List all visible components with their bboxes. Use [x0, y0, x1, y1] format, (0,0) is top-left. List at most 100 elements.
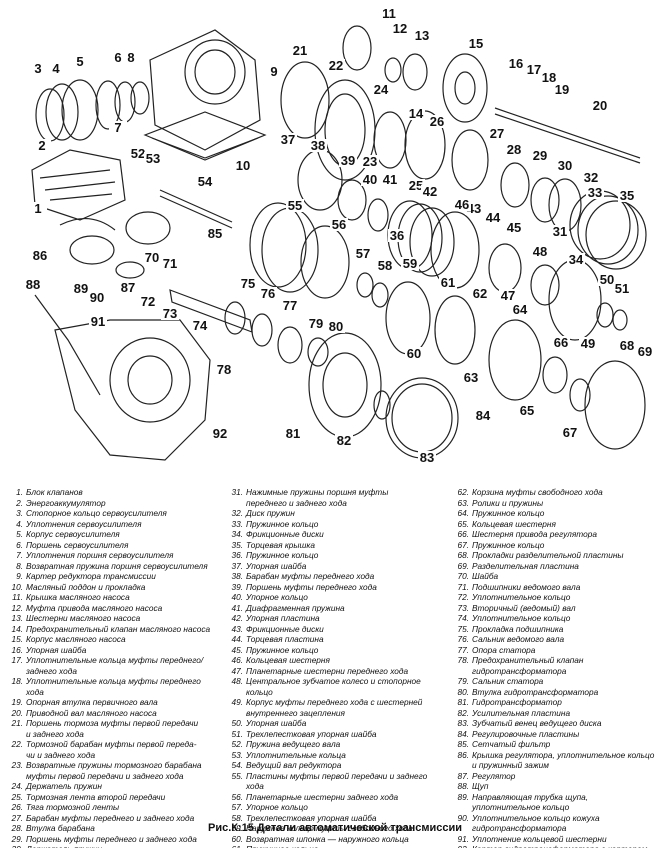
legend-item: и пружинный зажим: [452, 760, 666, 771]
callout-number: 28: [507, 142, 521, 157]
legend-item-number: 68.: [457, 550, 469, 560]
callout-number: 65: [520, 403, 534, 418]
callout-number: 18: [542, 70, 556, 85]
legend-item-number: 90.: [457, 812, 469, 823]
legend-item: 83.Зубчатый венец ведущего диска: [452, 718, 666, 729]
callout-number: 67: [563, 425, 577, 440]
legend-item-text: Кольцевая шестерня: [472, 518, 556, 529]
callout-background: [551, 225, 569, 238]
legend-item: 75.Прокладка подшипника: [452, 624, 666, 635]
legend-item-text: кольцо: [246, 686, 273, 697]
callout-background: [507, 57, 525, 70]
callout-number: 71: [163, 256, 177, 271]
legend-item-text: Корпус сервоусилителя: [26, 529, 120, 539]
legend-item: 27.Барабан муфты переднего и заднего ход…: [6, 813, 224, 824]
legend-item: 4.Уплотнения сервоусилителя: [6, 519, 224, 530]
legend-item-text: Тяга тормозной ленты: [26, 802, 120, 812]
legend-item-number: 54.: [231, 760, 243, 770]
callout-number: 77: [283, 298, 297, 313]
legend-item-number: 29.: [11, 833, 23, 844]
legend-item: 61.Пружинное кольцо: [226, 844, 450, 848]
legend-item-number: 80.: [457, 686, 469, 697]
legend-item: 45.Пружинное кольцо: [226, 645, 450, 656]
callout-background: [380, 7, 398, 20]
callout-background: [119, 281, 137, 294]
legend-item-text: заднего хода: [26, 665, 77, 676]
legend-item-text: Регулятор: [472, 770, 516, 781]
callout-background: [234, 159, 252, 172]
legend-item: хода: [226, 781, 450, 792]
callout-background: [206, 227, 224, 240]
callout-background: [598, 273, 616, 286]
legend-item-text: Сальник ведомого вала: [472, 634, 565, 644]
legend-item-number: 8.: [16, 560, 23, 571]
callout-number: 40: [363, 172, 377, 187]
flexplate-part: [385, 377, 459, 459]
callout-background: [339, 154, 357, 167]
legend-item-text: Шестерня привода регулятора: [472, 529, 597, 539]
callout-number: 78: [217, 362, 231, 377]
callout-background: [354, 247, 372, 260]
callout-background: [33, 139, 51, 152]
legend-item: 87.Регулятор: [452, 771, 666, 782]
callout-number: 37: [281, 132, 295, 147]
legend-item-text: Упорное кольцо: [246, 592, 308, 602]
legend-item-number: 13.: [11, 613, 23, 623]
legend-item-number: 53.: [231, 749, 243, 760]
callout-number: 22: [329, 58, 343, 73]
legend-item: 58.Трехлепестковая упорная шайба: [226, 813, 450, 824]
callout-number: 3: [34, 61, 41, 76]
legend-item: 73.Вторичный (ведомый) вал: [452, 603, 666, 614]
legend-item: 16.Упорная шайба: [6, 645, 224, 656]
legend-item-number: 27.: [11, 812, 23, 823]
legend-item-text: Диск пружин: [246, 508, 295, 518]
callout-background: [307, 317, 325, 330]
legend-item-text: внутреннего зацепления: [246, 707, 345, 718]
legend-item-text: Фрикционные диски: [246, 623, 324, 634]
callout-number: 73: [163, 306, 177, 321]
legend-item: кольцо: [226, 687, 450, 698]
legend-item-text: Пружинное кольцо: [246, 844, 318, 848]
legend-item-number: 66.: [457, 529, 469, 539]
legend-item: 8.Возвратная пружина поршня сервоусилите…: [6, 561, 224, 572]
legend-item: 64.Пружинное кольцо: [452, 508, 666, 519]
callout-number: 2: [38, 138, 45, 153]
legend-item: 51.Трехлепестковая упорная шайба: [226, 729, 450, 740]
legend-item: 74.Уплотнительное кольцо: [452, 613, 666, 624]
legend-item-text: Упорная шайба: [246, 560, 307, 571]
legend-item-text: Масляный поддон и прокладка: [26, 581, 146, 592]
legend-item-number: 60.: [231, 833, 243, 844]
legend-item-text: Уплотнение кольцевой шестерни: [472, 833, 607, 844]
callout-background: [618, 339, 636, 352]
callout-background: [143, 251, 161, 264]
callout-background: [474, 409, 492, 422]
callout-background: [505, 143, 523, 156]
legend-item-number: 89.: [457, 791, 469, 802]
legend-item-text: Подшипники ведомого вала: [472, 581, 581, 592]
legend-item: 20.Приводной вал масляного насоса: [6, 708, 224, 719]
legend-item-text: Шайба: [472, 571, 499, 581]
legend-item-number: 63.: [457, 497, 469, 508]
legend-item: 29.Поршень муфты переднего и заднего ход…: [6, 834, 224, 845]
legend-item-number: 32.: [231, 508, 243, 518]
callout-background: [401, 257, 419, 270]
callout-background: [582, 171, 600, 184]
legend-item-number: 70.: [457, 571, 469, 581]
callout-background: [421, 185, 439, 198]
callout-background: [376, 259, 394, 272]
legend-item-text: Пружинное кольцо: [246, 518, 319, 529]
callout-background: [381, 173, 399, 186]
legend-item-text: хода: [246, 781, 264, 791]
legend-item-text: Пружинное кольцо: [472, 508, 545, 518]
legend-item-text: Корпус муфты переднего хода с шестерней: [246, 697, 423, 707]
legend-item-text: Возвратная пружина поршня сервоусилителя: [26, 560, 208, 571]
legend-item-number: 17.: [11, 655, 23, 665]
legend-item: 81.Гидротрансформатор: [452, 697, 666, 708]
legend-item-number: 69.: [457, 560, 469, 571]
legend-item: 1.Блок клапанов: [6, 487, 224, 498]
legend-item: 38.Барабан муфты переднего хода: [226, 571, 450, 582]
callout-number: 68: [620, 338, 634, 353]
